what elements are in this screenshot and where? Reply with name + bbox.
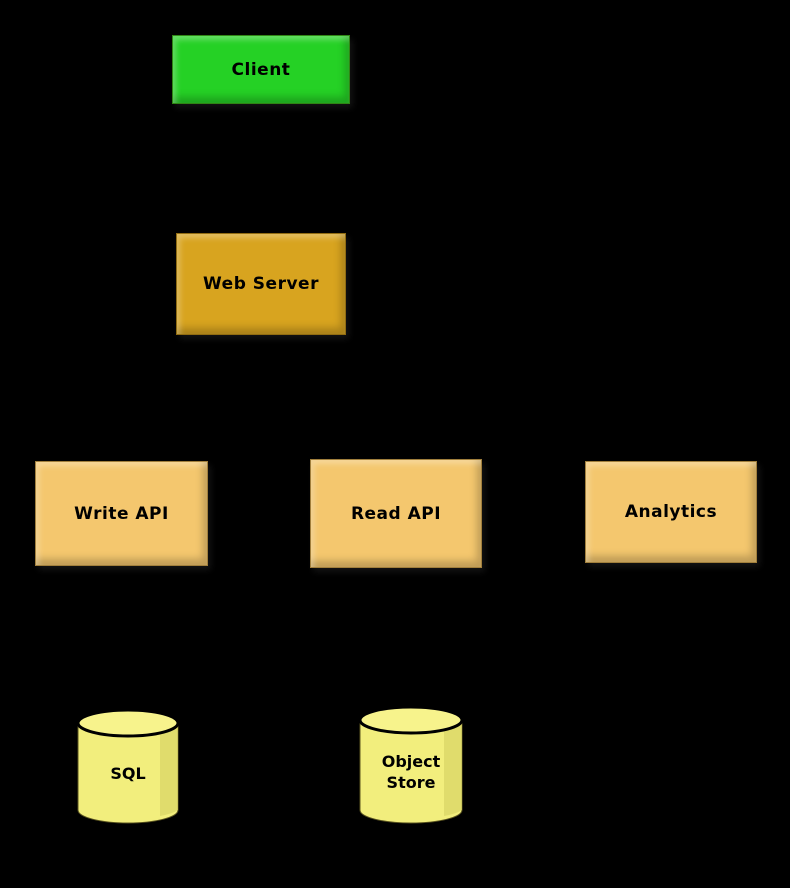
- node-read-api: Read API: [310, 459, 482, 568]
- node-analytics-label: Analytics: [624, 502, 718, 522]
- node-client-label: Client: [231, 59, 291, 80]
- node-read-api-label: Read API: [350, 503, 442, 524]
- node-object-store-label: Object Store: [381, 752, 441, 792]
- node-sql-label: SQL: [110, 764, 146, 784]
- node-object-store-database: Object Store: [358, 705, 464, 825]
- node-client: Client: [172, 35, 350, 104]
- node-web-server: Web Server: [176, 233, 346, 335]
- node-analytics: Analytics: [585, 461, 757, 563]
- node-write-api-label: Write API: [74, 503, 169, 524]
- node-write-api: Write API: [35, 461, 208, 566]
- database-cylinder-icon: [76, 708, 180, 824]
- node-sql-database: SQL: [76, 708, 180, 825]
- database-cylinder-icon: [358, 705, 464, 824]
- node-web-server-label: Web Server: [203, 274, 319, 294]
